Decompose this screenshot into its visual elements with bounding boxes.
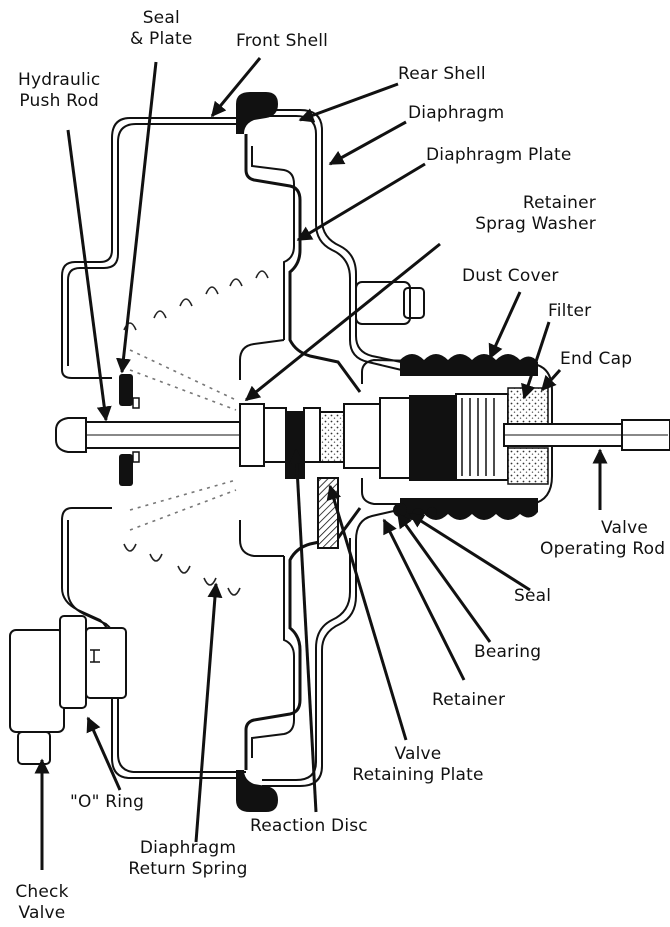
leader-arrows	[34, 57, 608, 870]
label-front-shell: Front Shell	[236, 31, 329, 51]
label-end-cap: End Cap	[560, 349, 633, 369]
diaphragm-return-spring	[123, 270, 269, 596]
reaction-disc-part	[285, 411, 305, 479]
label-o-ring: "O" Ring	[70, 792, 145, 812]
label-rear-shell: Rear Shell	[398, 64, 486, 84]
label-retainer: Retainer	[432, 690, 506, 710]
label-diaphragm: Diaphragm	[408, 103, 505, 123]
diaphragm	[244, 134, 362, 770]
stud-boss	[355, 281, 411, 325]
valve-operating-rod	[503, 419, 670, 451]
diaphragm-bead	[236, 92, 278, 812]
valve-retaining-plate-part	[317, 477, 339, 549]
valve-body	[239, 393, 509, 549]
label-seal-plate: Seal& Plate	[130, 8, 193, 49]
hydraulic-push-rod	[55, 417, 247, 453]
diaphragm-plate	[239, 146, 295, 758]
label-dust-cover: Dust Cover	[462, 266, 559, 286]
rear-shell	[262, 109, 425, 787]
filter-lower	[507, 447, 549, 485]
label-filter: Filter	[548, 301, 592, 321]
label-diaphragm-plate: Diaphragm Plate	[426, 145, 572, 165]
front-seal-plate	[119, 374, 140, 486]
check-valve	[9, 615, 127, 765]
label-reaction-disc: Reaction Disc	[250, 816, 368, 836]
filter	[507, 387, 549, 429]
label-bearing: Bearing	[474, 642, 542, 662]
label-seal: Seal	[514, 586, 552, 606]
poppet-valve	[409, 395, 457, 481]
